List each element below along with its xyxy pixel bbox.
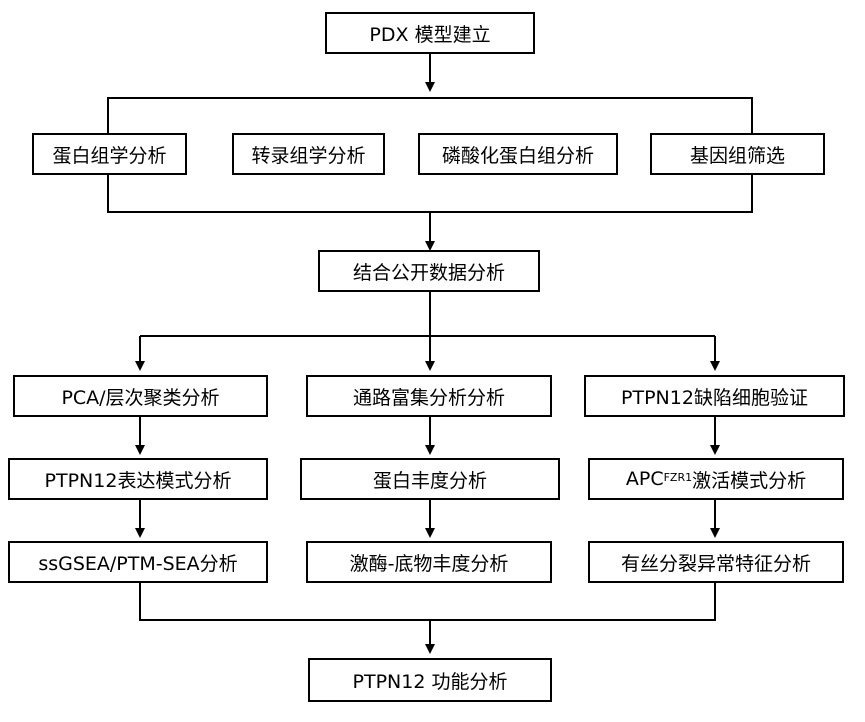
apc-label: APC <box>625 468 664 490</box>
node-pdx-model: PDX 模型建立 <box>325 12 535 54</box>
apc-label-rest: 激活模式分析 <box>692 469 807 492</box>
node-proteome-analysis: 蛋白组学分析 <box>32 133 187 175</box>
node-public-data-analysis: 结合公开数据分析 <box>318 250 540 292</box>
node-pathway-enrichment: 通路富集分析分析 <box>306 375 552 417</box>
node-ptpn12-deficient-validation: PTPN12缺陷细胞验证 <box>584 375 845 417</box>
node-ptpn12-expression-pattern: PTPN12表达模式分析 <box>8 458 268 500</box>
node-protein-abundance: 蛋白丰度分析 <box>300 458 560 500</box>
node-pca-clustering: PCA/层次聚类分析 <box>13 375 268 417</box>
node-phosphoproteome-analysis: 磷酸化蛋白组分析 <box>418 133 618 175</box>
node-ssgsea-ptmsea: ssGSEA/PTM-SEA分析 <box>8 541 268 583</box>
merge-bracket <box>139 583 716 621</box>
node-mitotic-abnormality: 有丝分裂异常特征分析 <box>588 541 844 583</box>
bracket-top <box>107 97 753 133</box>
apc-superscript: FZR1 <box>663 470 693 484</box>
node-genome-screening: 基因组筛选 <box>650 133 825 175</box>
node-kinase-substrate-abundance: 激酶-底物丰度分析 <box>306 541 552 583</box>
bracket-bottom <box>107 175 753 213</box>
node-transcriptome-analysis: 转录组学分析 <box>232 133 385 175</box>
node-ptpn12-function: PTPN12 功能分析 <box>308 658 552 702</box>
